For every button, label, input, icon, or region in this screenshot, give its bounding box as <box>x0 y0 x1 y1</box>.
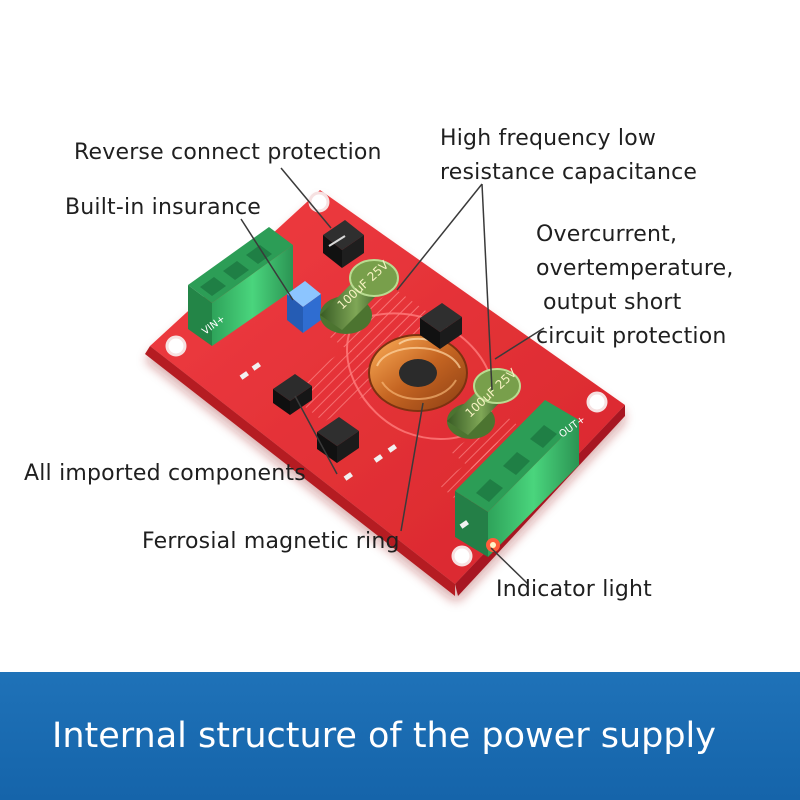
footer-title: Internal structure of the power supply <box>52 716 716 756</box>
high-frequency-capacitance-label: High frequency low resistance capacitanc… <box>440 122 697 190</box>
input-terminal-block <box>188 227 293 346</box>
ferrosial-ring-label: Ferrosial magnetic ring <box>142 529 400 554</box>
footer-banner: Internal structure of the power supply <box>0 672 800 800</box>
overcurrent-line <box>494 327 545 360</box>
components-line <box>294 395 338 475</box>
lower-mosfet <box>317 417 359 463</box>
upper-mosfet <box>420 303 462 349</box>
overcurrent-protection-label: Overcurrent, overtemperature, output sho… <box>536 218 734 354</box>
built-in-insurance-label: Built-in insurance <box>65 195 262 220</box>
indicator-line <box>490 547 529 585</box>
fuse-component <box>287 281 321 333</box>
indicator-light-label: Indicator light <box>496 577 652 602</box>
output-terminal-block <box>455 400 579 557</box>
small-components <box>239 362 469 529</box>
mounting-holes <box>165 191 608 567</box>
overcurrent-protection-line-4: circuit protection <box>536 324 727 349</box>
control-ic <box>273 374 312 415</box>
overcurrent-protection-line-1: Overcurrent, <box>536 222 678 247</box>
high-frequency-capacitance-line-1: High frequency low <box>440 126 657 151</box>
overcurrent-protection-line-2: overtemperature, <box>536 256 734 281</box>
all-imported-components-label: All imported components <box>24 461 306 486</box>
ferrosial-ring <box>368 334 468 412</box>
product-scene: 100uF 25V 100uF 25V <box>24 122 734 602</box>
indicator-led <box>486 538 500 552</box>
overcurrent-protection-line-3: output short <box>543 290 682 315</box>
built-in-insurance-line <box>240 218 294 301</box>
reverse-protection-line <box>280 167 332 229</box>
reverse-connect-label: Reverse connect protection <box>74 140 382 165</box>
capacitance-line-right <box>481 183 493 391</box>
ferrosial-line <box>400 402 424 532</box>
high-frequency-capacitance-line-2: resistance capacitance <box>440 160 698 185</box>
pcb-illustration: 100uF 25V 100uF 25V <box>145 167 625 596</box>
reverse-protection-chip <box>323 220 364 268</box>
callout-lines <box>240 167 545 585</box>
capacitance-line-left <box>396 183 483 291</box>
